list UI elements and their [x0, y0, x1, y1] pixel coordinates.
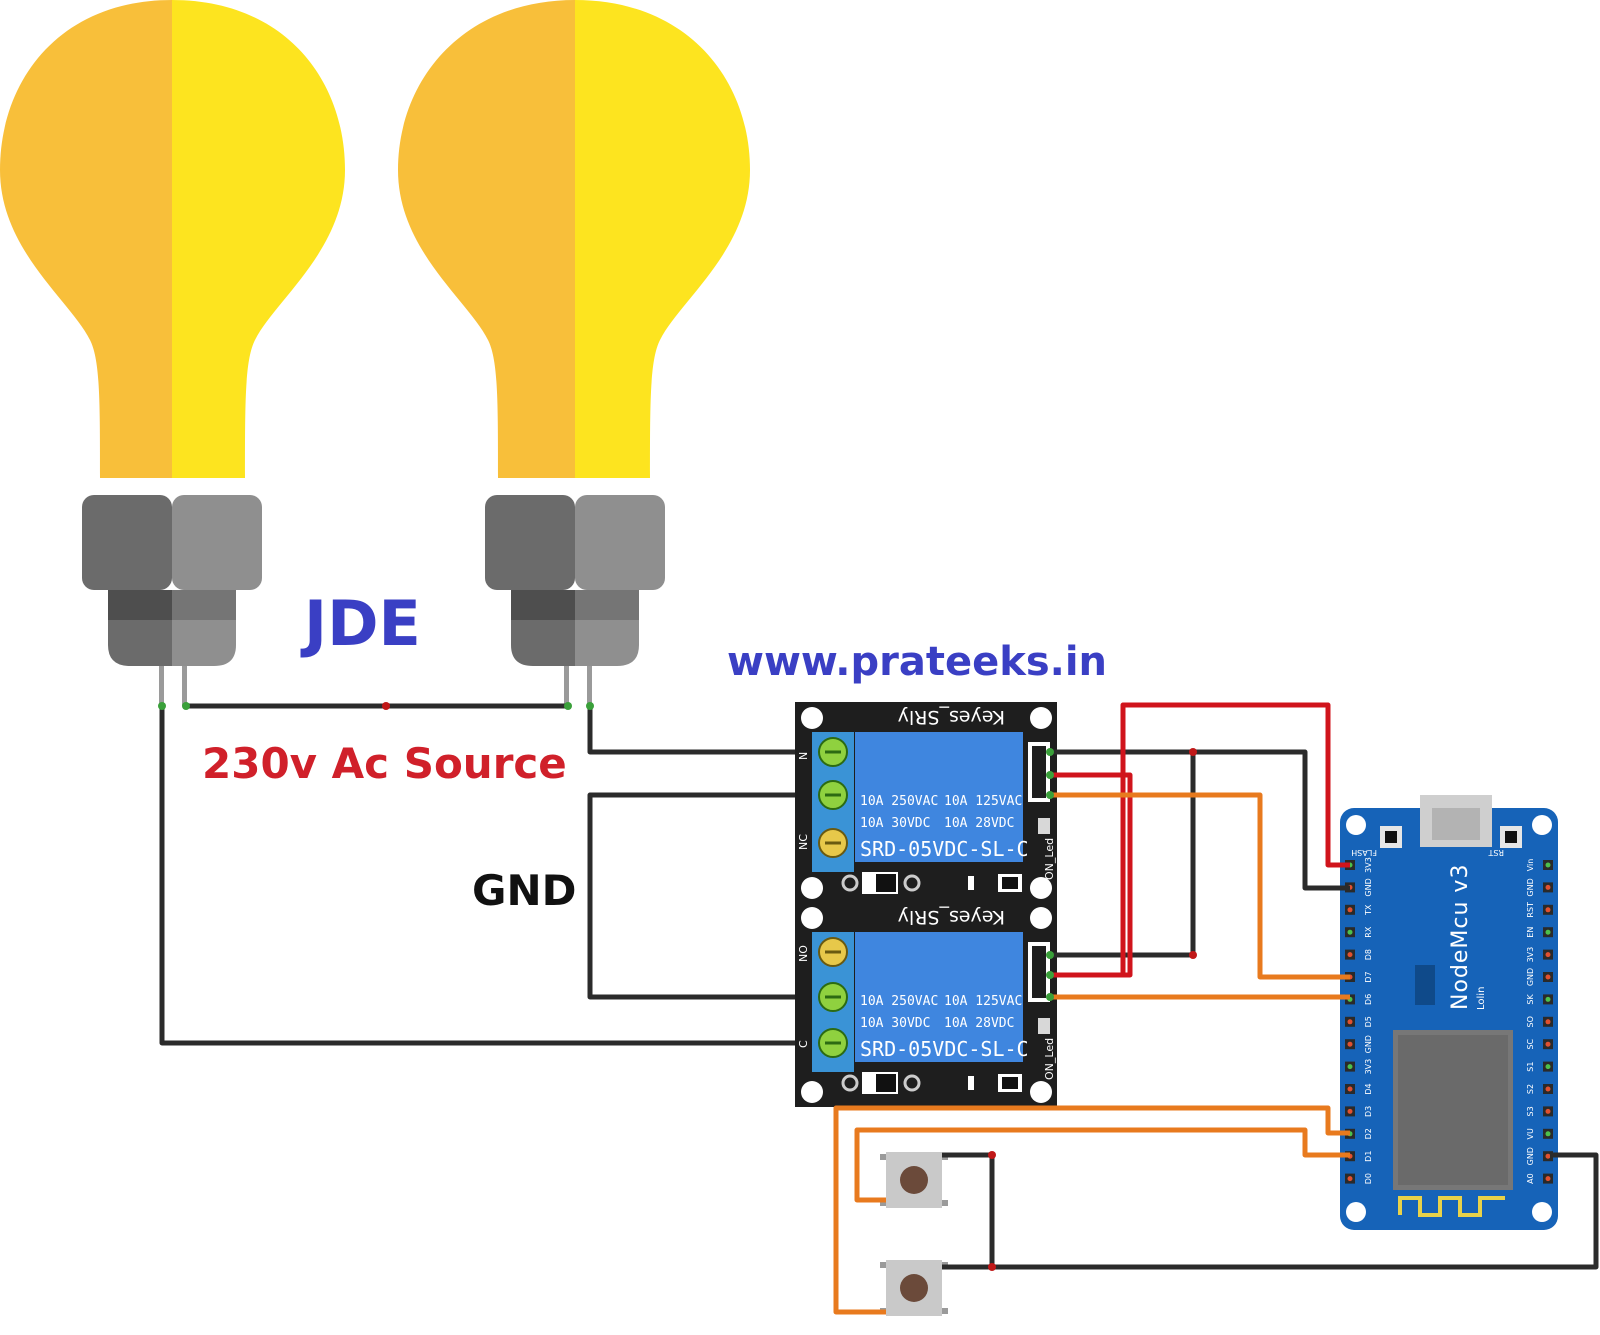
flash-label: FLASH — [1351, 848, 1377, 857]
signal-wiring — [833, 702, 1599, 1315]
nodemcu-right-pin-dot — [1545, 929, 1551, 935]
nodemcu-left-pin-dot — [1347, 1086, 1353, 1092]
nodemcu-right-pin-dot — [1545, 974, 1551, 980]
rst-label: RST — [1488, 848, 1504, 857]
relay-1-spec-a: 10A 250VAC — [860, 794, 938, 809]
relay-1-pin-n: N — [797, 752, 810, 760]
relay-2-spec-b: 10A 125VAC — [944, 994, 1022, 1009]
relay-1-pin-nc: NC — [797, 834, 810, 850]
relay-2-title: Keyes_SRly — [898, 906, 1005, 928]
relay-2-spec-d: 10A 28VDC — [944, 1016, 1014, 1031]
nodemcu-left-pin-label: GND — [1364, 1035, 1373, 1053]
gnd-label: GND — [472, 866, 577, 915]
relay-1-led-label: ON_Led — [1043, 838, 1056, 880]
nodemcu-left-pin-label: D0 — [1364, 1173, 1373, 1184]
nodemcu-right-pin-label: S1 — [1526, 1062, 1535, 1072]
nodemcu-right-pin-label: GND — [1526, 968, 1535, 986]
website-label: www.prateeks.in — [727, 639, 1107, 685]
nodemcu-right-pin-label: A0 — [1526, 1173, 1535, 1184]
relay-2-spec-c: 10A 30VDC — [860, 1016, 930, 1031]
nodemcu-left-pin-label: D2 — [1364, 1128, 1373, 1139]
nodemcu-left-pin-label: D8 — [1364, 949, 1373, 960]
nodemcu-right-pin-dot — [1545, 862, 1551, 868]
nodemcu-left-pin-label: TX — [1364, 904, 1373, 916]
relay-2-model: SRD-05VDC-SL-C — [860, 1037, 1029, 1061]
nodemcu-left-pin-dot — [1347, 1019, 1353, 1025]
push-button-2[interactable] — [880, 1260, 948, 1316]
push-button-1[interactable] — [880, 1152, 948, 1208]
relay-1-spec-b: 10A 125VAC — [944, 794, 1022, 809]
nodemcu-right-pin-label: Vin — [1526, 859, 1535, 872]
nodemcu-left-pin-label: D6 — [1364, 994, 1373, 1005]
bulb-right — [398, 0, 750, 706]
nodemcu-right-pin-label: VU — [1526, 1128, 1535, 1139]
nodemcu-right-pin-dot — [1545, 996, 1551, 1002]
nodemcu-right-pin-label: GND — [1526, 878, 1535, 896]
relay-1: Keyes_SRly N NC 10A 250VAC 10A 125VAC 10… — [797, 706, 1056, 899]
nodemcu-left-pin-label: RX — [1364, 926, 1373, 938]
relay-2-pin-no: NO — [797, 945, 810, 962]
nodemcu-right-pin-label: RST — [1526, 902, 1535, 918]
nodemcu-right-pin-dot — [1545, 884, 1551, 890]
nodemcu-right-pin-label: S2 — [1526, 1084, 1535, 1094]
nodemcu-right-pin-dot — [1545, 907, 1551, 913]
nodemcu-left-pin-dot — [1347, 1041, 1353, 1047]
relay-1-spec-c: 10A 30VDC — [860, 816, 930, 831]
nodemcu-right-pin-dot — [1545, 952, 1551, 958]
bulb-left — [0, 0, 345, 706]
nodemcu-left-pin-label: D5 — [1364, 1016, 1373, 1027]
nodemcu-left-pin-dot — [1347, 1064, 1353, 1070]
nodemcu-right-pin-dot — [1545, 1176, 1551, 1182]
nodemcu-right-pin-dot — [1545, 1131, 1551, 1137]
nodemcu-right-pin-dot — [1545, 1086, 1551, 1092]
nodemcu-left-pin-label: 3V3 — [1364, 857, 1373, 873]
relay-2-led-label: ON_Led — [1043, 1038, 1056, 1080]
nodemcu-right-pin-dot — [1545, 1108, 1551, 1114]
nodemcu-left-pin-dot — [1347, 929, 1353, 935]
nodemcu-left-pin-label: GND — [1364, 878, 1373, 896]
nodemcu-right-pin-label: GND — [1526, 1147, 1535, 1165]
relay-1-spec-d: 10A 28VDC — [944, 816, 1014, 831]
nodemcu-right-pin-label: EN — [1526, 927, 1535, 938]
relay-1-title: Keyes_SRly — [898, 706, 1005, 728]
brand-label: JDE — [300, 587, 421, 660]
nodemcu-right-pin-label: SO — [1526, 1016, 1535, 1027]
nodemcu-name: NodeMcu v3 — [1448, 864, 1473, 1010]
relay-module: Keyes_SRly N NC 10A 250VAC 10A 125VAC 10… — [795, 702, 1057, 1107]
nodemcu-board: FLASH RST NodeMcu v3 Lolin 3V3GNDTXRXD8D… — [1340, 795, 1558, 1230]
ac-source-label: 230v Ac Source — [202, 739, 567, 788]
nodemcu-left-pin-dot — [1347, 1108, 1353, 1114]
nodemcu-left-pin-label: D1 — [1364, 1151, 1373, 1162]
nodemcu-right-pin-dot — [1545, 1041, 1551, 1047]
nodemcu-sub: Lolin — [1476, 987, 1487, 1010]
relay-2-pin-c: C — [797, 1040, 810, 1048]
nodemcu-left-pin-label: 3V3 — [1364, 1059, 1373, 1075]
nodemcu-right-pin-dot — [1545, 1153, 1551, 1159]
relay-1-model: SRD-05VDC-SL-C — [860, 837, 1029, 861]
relay-2: Keyes_SRly NO C 10A 250VAC 10A 125VAC 10… — [797, 906, 1056, 1103]
nodemcu-left-pin-dot — [1347, 907, 1353, 913]
nodemcu-right-pin-label: SC — [1526, 1038, 1535, 1049]
nodemcu-left-pin-dot — [1347, 952, 1353, 958]
nodemcu-right-pin-label: 3V3 — [1526, 947, 1535, 963]
nodemcu-left-pin-dot — [1347, 1176, 1353, 1182]
nodemcu-right-pin-dot — [1545, 1064, 1551, 1070]
nodemcu-left-pin-label: D4 — [1364, 1083, 1373, 1094]
nodemcu-left-pin-label: D3 — [1364, 1106, 1373, 1117]
nodemcu-right-pin-dot — [1545, 1019, 1551, 1025]
nodemcu-right-pin-label: S3 — [1526, 1106, 1535, 1116]
nodemcu-left-pin-label: D7 — [1364, 971, 1373, 982]
relay-2-spec-a: 10A 250VAC — [860, 994, 938, 1009]
ac-wiring — [158, 702, 836, 1046]
nodemcu-right-pin-label: SK — [1526, 993, 1535, 1004]
